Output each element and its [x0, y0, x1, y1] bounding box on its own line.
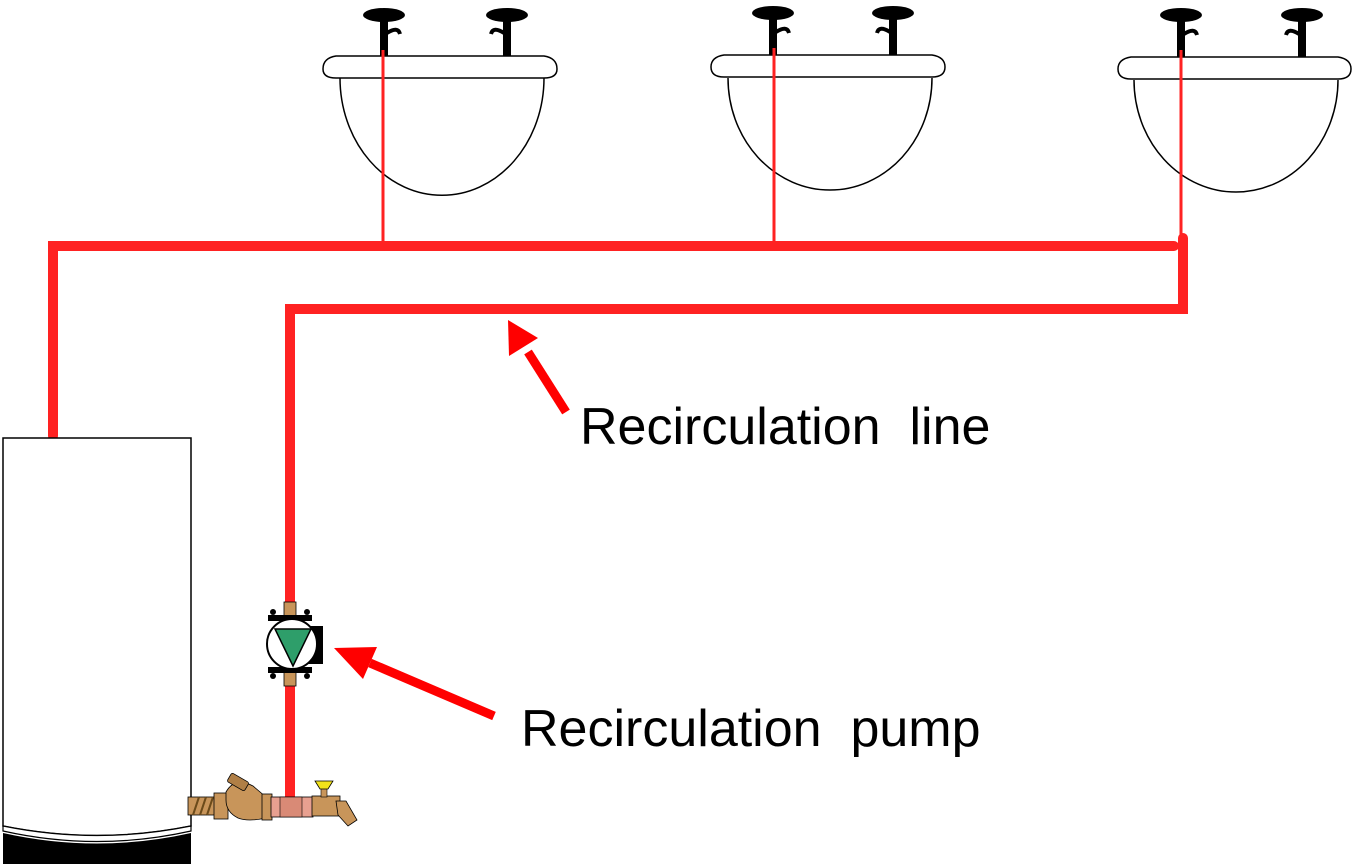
sink-2 — [710, 6, 946, 191]
faucet-handle-icon — [1160, 8, 1202, 57]
recirculation-pump-icon — [266, 601, 323, 687]
faucet-handle-icon — [1281, 8, 1323, 57]
faucet-handle-icon — [486, 8, 528, 56]
recirculation-pump-arrow — [334, 647, 496, 721]
sink-3 — [1117, 8, 1352, 193]
sink-supply-drops — [381, 48, 1183, 242]
sink-1 — [322, 8, 558, 196]
check-valve-icon — [187, 773, 273, 821]
hot-supply-pipe — [48, 241, 1179, 441]
recirculation-line-pipe — [285, 233, 1188, 617]
recirculation-pump-label: Recirculation pump — [521, 700, 981, 758]
faucet-handle-icon — [872, 6, 914, 55]
drain-valve-icon — [311, 780, 358, 827]
faucet-handle-icon — [363, 8, 405, 56]
copper-pipe-section — [270, 796, 314, 818]
recirculation-line-label: Recirculation line — [580, 398, 990, 456]
recirculation-line-arrow — [508, 320, 570, 415]
water-heater-icon — [2, 437, 192, 864]
faucet-handle-icon — [752, 6, 794, 55]
